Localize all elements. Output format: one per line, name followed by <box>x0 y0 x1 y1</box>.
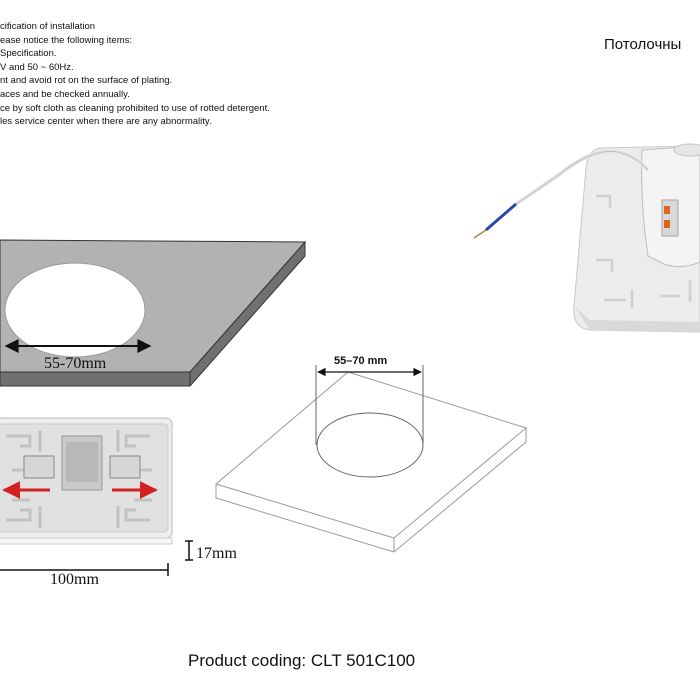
panel-light-back <box>0 417 173 545</box>
outline-hole-label: 55–70 mm <box>334 355 387 367</box>
height-dimension <box>185 540 193 561</box>
spring-clip-left <box>23 455 55 479</box>
ceiling-plate: 55-70mm <box>0 239 307 387</box>
note-line: ease notice the following items: <box>0 34 133 46</box>
width-label: 100mm <box>50 571 99 588</box>
product-title: Потолочны <box>604 36 682 53</box>
plate-hole-label: 55-70mm <box>44 355 107 372</box>
outline-hole <box>316 412 424 478</box>
terminal-block <box>661 199 679 237</box>
blue-wire <box>485 202 517 232</box>
note-line: aces and be checked annually. <box>0 88 130 100</box>
product-photo <box>473 143 700 333</box>
note-line: nt and avoid rot on the surface of plati… <box>0 75 173 87</box>
outline-plate <box>214 365 528 553</box>
width-dimension <box>0 563 169 576</box>
note-line: Specification. <box>0 48 57 60</box>
spring-clip-right <box>109 455 141 479</box>
note-line: ce by soft cloth as cleaning prohibited … <box>0 102 270 114</box>
installation-notes: cification of installation ease notice t… <box>0 20 270 129</box>
product-code: Product coding: CLT 501C100 <box>188 651 416 670</box>
note-line: V and 50 ~ 60Hz. <box>0 61 74 73</box>
plate-hole <box>4 262 146 358</box>
note-line: les service center when there are any ab… <box>0 116 212 128</box>
note-line: cification of installation <box>0 21 96 32</box>
height-label: 17mm <box>196 545 237 562</box>
